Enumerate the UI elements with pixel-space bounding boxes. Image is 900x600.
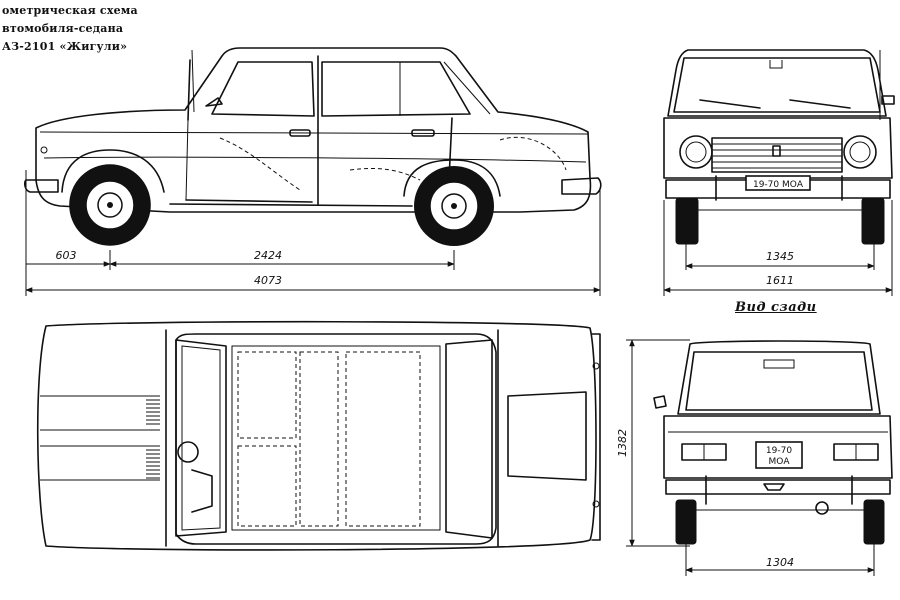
title-line-1: ометрическая схема bbox=[2, 4, 138, 17]
rear-dimensions: 1382 1304 bbox=[616, 339, 875, 576]
rear-view-caption: Вид сзади bbox=[735, 300, 817, 315]
top-view bbox=[36, 320, 601, 551]
rear-view: 19-70 МОА bbox=[653, 340, 893, 545]
side-view bbox=[24, 47, 602, 246]
front-license-plate: 19-70 МОА bbox=[753, 180, 804, 190]
side-dimensions: 603 2424 4073 bbox=[25, 170, 601, 296]
title-line-2: втомобиля-седана bbox=[2, 22, 124, 35]
dim-front-track: 1345 bbox=[766, 250, 794, 263]
dim-overall-length: 4073 bbox=[254, 274, 282, 287]
rear-plate-number: 19-70 bbox=[766, 446, 792, 456]
dim-overall-width: 1611 bbox=[766, 274, 794, 287]
title-line-3: АЗ-2101 «Жигули» bbox=[2, 40, 128, 53]
front-view: 19-70 МОА bbox=[663, 49, 895, 245]
front-dimensions: 1345 1611 bbox=[663, 200, 893, 296]
dim-rear-track: 1304 bbox=[766, 556, 794, 569]
rear-plate-region: МОА bbox=[768, 457, 790, 467]
dim-wheelbase: 2424 bbox=[254, 249, 282, 262]
dim-front-overhang: 603 bbox=[56, 249, 77, 262]
dim-height: 1382 bbox=[616, 429, 629, 457]
